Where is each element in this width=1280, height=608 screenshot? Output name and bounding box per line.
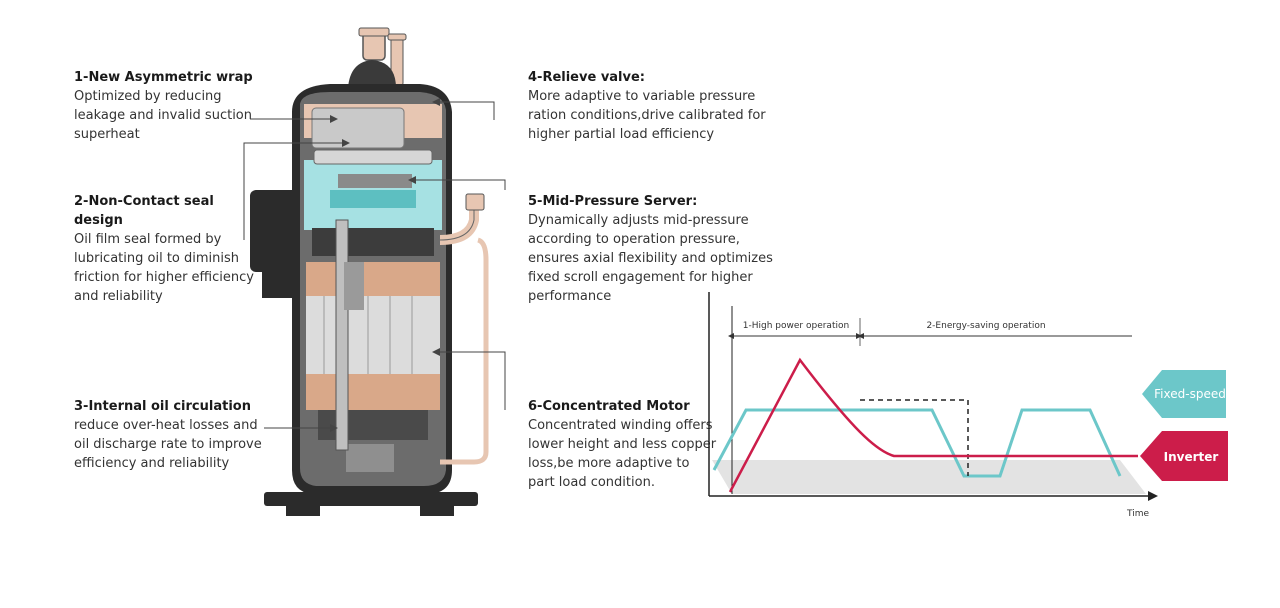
callout-title: 3-Internal oil circulation <box>74 399 251 414</box>
oil-return-pipe <box>440 237 489 465</box>
callout-oil-circulation: 3-Internal oil circulation reduce over-h… <box>74 397 264 473</box>
callout-mid-pressure: 5-Mid-Pressure Server: Dynamically adjus… <box>528 192 778 306</box>
phase2-label: 2-Energy-saving operation <box>926 321 1045 331</box>
callout-title: 1-New Asymmetric wrap <box>74 70 253 85</box>
inverter-arrow <box>1140 431 1228 481</box>
fixed-speed-arrow <box>1142 370 1226 418</box>
motor-winding-bottom <box>306 374 440 410</box>
callout-non-contact-seal: 2-Non-Contact seal design Oil film seal … <box>74 192 254 306</box>
leader-lines <box>243 101 506 429</box>
mounting-base <box>264 492 478 506</box>
fixed-speed-curve <box>712 408 1122 478</box>
leader-arrowheads <box>330 98 440 432</box>
callout-asymmetric-wrap: 1-New Asymmetric wrap Optimized by reduc… <box>74 68 274 144</box>
callout-title: 5-Mid-Pressure Server: <box>528 194 698 209</box>
callout-title: 2-Non-Contact seal design <box>74 194 214 228</box>
terminal-box <box>250 190 302 272</box>
callout-body: Optimized by reducing leakage and invali… <box>74 89 252 142</box>
callout-relieve-valve: 4-Relieve valve: More adaptive to variab… <box>528 68 778 144</box>
fixed-speed-label: Fixed-speed <box>1154 387 1226 401</box>
x-axis-label: Time <box>1126 509 1149 519</box>
callout-body: Concentrated winding offers lower height… <box>528 418 717 490</box>
load-area <box>712 460 1146 494</box>
inverter-label: Inverter <box>1164 450 1219 464</box>
motor-stator <box>306 296 440 374</box>
motor-winding-top <box>306 262 440 298</box>
callout-body: reduce over-heat losses and oil discharg… <box>74 418 262 471</box>
phase1-label: 1-High power operation <box>743 321 849 331</box>
callout-title: 6-Concentrated Motor <box>528 399 690 414</box>
callout-body: Oil film seal formed by lubricating oil … <box>74 232 254 304</box>
callout-title: 4-Relieve valve: <box>528 70 646 85</box>
callout-concentrated-motor: 6-Concentrated Motor Concentrated windin… <box>528 397 718 492</box>
callout-body: More adaptive to variable pressure ratio… <box>528 89 766 142</box>
dashed-overshoot <box>860 399 969 476</box>
callout-body: Dynamically adjusts mid-pressure accordi… <box>528 213 773 304</box>
discharge-tube <box>358 27 407 87</box>
inverter-curve <box>728 357 1138 493</box>
